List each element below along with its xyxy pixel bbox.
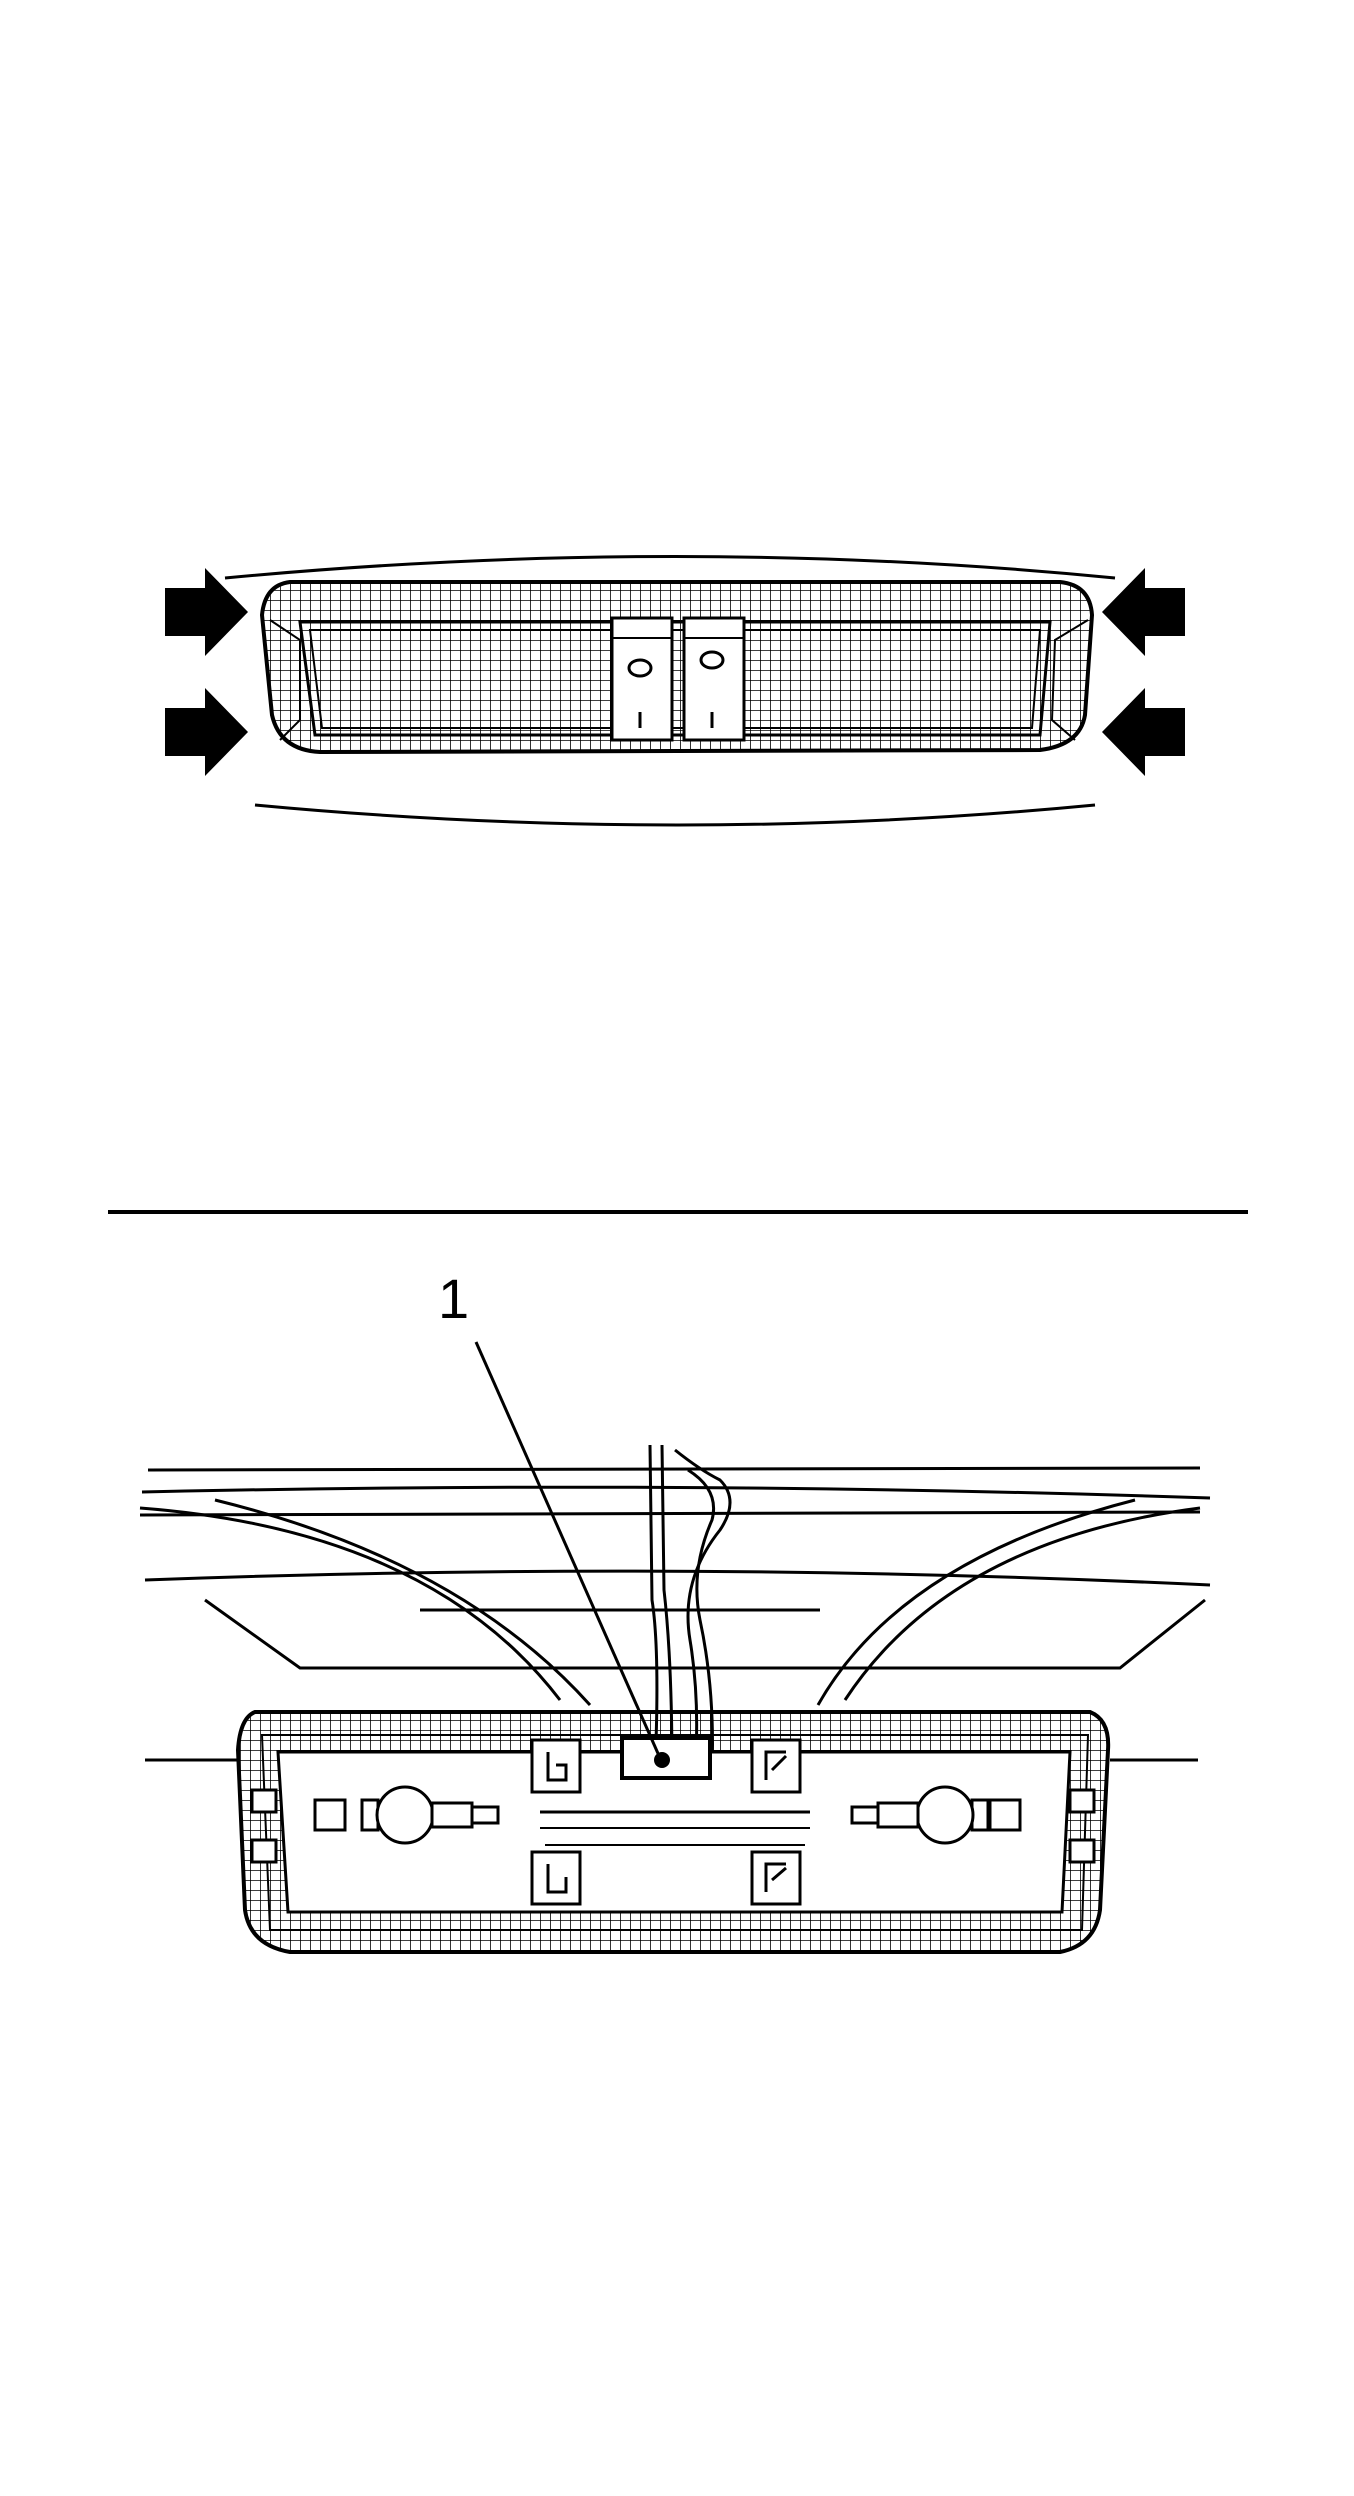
side-clip-right <box>1068 1788 1096 1864</box>
retaining-tab <box>750 1850 802 1906</box>
switch-left <box>610 616 674 742</box>
bulb-left <box>360 1785 500 1845</box>
wire-harness <box>648 1444 732 1771</box>
callout-leader-line <box>474 1341 662 1759</box>
contact-pad-left <box>313 1798 347 1832</box>
electrical-connector <box>620 1736 712 1780</box>
retaining-tab <box>750 1738 802 1794</box>
lens-texture <box>262 582 1092 752</box>
arrow-left-icon <box>1102 568 1185 656</box>
upper-view <box>224 555 1116 827</box>
callout-1: 1 <box>438 1267 662 1759</box>
headliner-lower-edge <box>254 803 1096 827</box>
arrow-left-icon <box>1102 688 1185 776</box>
side-clip-left <box>250 1788 278 1864</box>
arrow-right-icon <box>165 568 248 656</box>
callout-label: 1 <box>438 1267 469 1330</box>
arrow-right-icon <box>165 688 248 776</box>
contact-pad-right <box>988 1798 1022 1832</box>
housing-base <box>276 1750 1072 1914</box>
press-arrows <box>165 568 1185 776</box>
switch-right <box>682 616 746 742</box>
retaining-tab <box>530 1738 582 1794</box>
retaining-tab <box>530 1850 582 1906</box>
headliner-upper-edge <box>224 555 1116 580</box>
bulb-right <box>850 1785 990 1845</box>
lower-view <box>139 1444 1211 1954</box>
